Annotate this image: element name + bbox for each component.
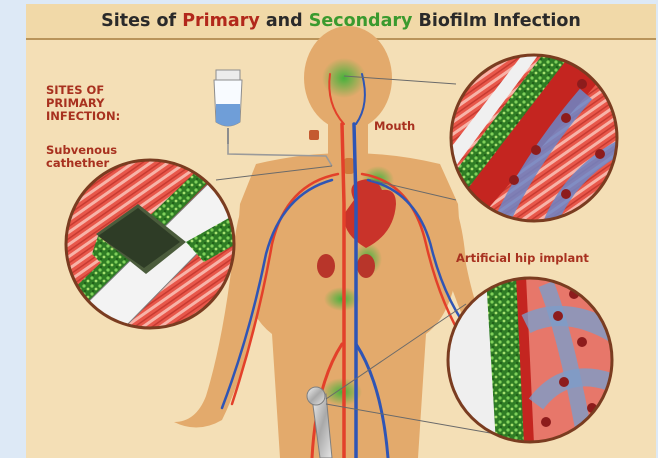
diagram-frame: Sites of Primary and Secondary Biofilm I…: [26, 4, 656, 458]
sites-heading-label: SITES OF PRIMARY INFECTION:: [46, 84, 120, 123]
biofilm-illustration: [26, 4, 656, 458]
mouth-magnifier: [446, 50, 626, 234]
subvenous-catheter-label: Subvenous cathether: [46, 144, 117, 170]
hip-implant-label: Artificial hip implant: [456, 252, 589, 265]
mouth-label: Mouth: [374, 120, 415, 133]
